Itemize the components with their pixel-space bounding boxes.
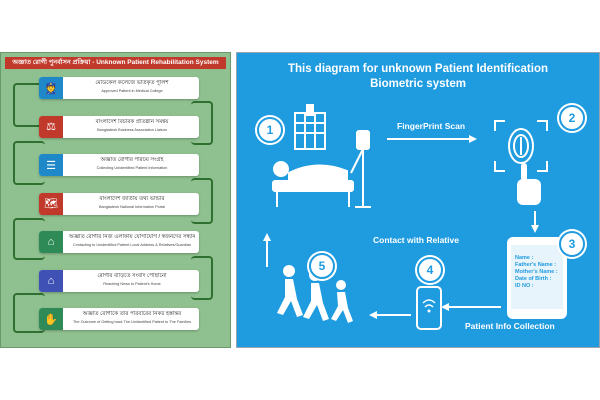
rehab-step-2: ⚖ বাংলাদেশ বিচারক প্রতিষ্ঠান সমন্বয় Bangl… — [39, 115, 199, 138]
biometric-diagram-art — [263, 104, 567, 330]
rehab-step-7: ✋ অজ্ঞাত রোগীকে তার পরিবারের নিকট হস্তান্… — [39, 308, 199, 330]
patient-bed-icon — [272, 161, 354, 207]
bangladesh-map-icon: 🗺 — [39, 192, 63, 215]
step-3-badge: 3 — [559, 231, 585, 257]
rehab-step-en-label: Approved Patient in Medical College — [101, 89, 163, 93]
pointing-hand-icon — [517, 163, 541, 205]
phone-field-father: Father's Name : — [515, 262, 557, 268]
hospital-icon — [294, 104, 326, 150]
rehabilitation-panel: অজ্ঞাত রোগী পুনর্বাসন প্রক্রিয়া - Unkno… — [0, 52, 231, 348]
contact-phone-icon — [416, 286, 442, 330]
rehab-step-en-label: Collecting Unidentified Patient Informat… — [96, 166, 168, 170]
house-news-icon: ⌂ — [39, 269, 63, 292]
step-1-badge: 1 — [257, 117, 283, 143]
connector-6 — [191, 256, 213, 300]
rehab-step-bn-label: অজ্ঞাত রোগীর পরিচয় সংগ্রহ — [100, 157, 164, 163]
connector-4 — [191, 178, 213, 224]
police-icon: 👮 — [39, 77, 63, 99]
emblem-icon: ⚖ — [39, 115, 63, 138]
connector-7 — [13, 293, 45, 333]
rehab-step-3: ☰ অজ্ঞাত রোগীর পরিচয় সংগ্রহ Collecting Un… — [39, 154, 199, 176]
collect-info-icon: ☰ — [39, 154, 63, 176]
phone-fields: Name : Father's Name : Mother's Name : D… — [515, 255, 558, 290]
phone-icon — [507, 237, 567, 319]
contact-relative-label: Contact with Relative — [373, 235, 459, 245]
rehab-step-en-label: Bangladesh National Information Portal — [98, 204, 166, 209]
handover-icon: ✋ — [39, 308, 63, 330]
rehab-step-6: ⌂ রোগীর বাড়িতে সংবাদ পৌঁছানো Reaching New… — [39, 269, 199, 292]
biometric-title-line1: This diagram for unknown Patient Identif… — [287, 63, 549, 75]
phone-field-dob: Date of Birth : — [515, 276, 552, 282]
step-4-badge: 4 — [417, 257, 443, 283]
fingerprint-scanner-icon — [494, 120, 548, 172]
biometric-title-line2: Biometric system — [370, 78, 466, 90]
connector-5 — [13, 218, 45, 260]
rehab-step-1: 👮 মেডিকেল কলেজে ভর্তিকৃত পুলিশ Approved Pa… — [39, 77, 199, 99]
rehab-step-bn-label: বাংলাদেশ বিচারক প্রতিষ্ঠান সমন্বয় — [95, 118, 169, 125]
rehab-step-bn-label: অজ্ঞাত রোগীর নিজ এলাকায় যোগাযোগ / স্বজন… — [69, 234, 195, 240]
rehabilitation-title: অজ্ঞাত রোগী পুনর্বাসন প্রক্রিয়া - Unkno… — [5, 57, 226, 69]
rehab-step-4: 🗺 বাংলাদেশ জাতীয় তথ্য ভান্ডার Bangladesh … — [39, 192, 199, 215]
home-icon: ⌂ — [39, 231, 63, 253]
rehab-step-en-label: Reaching News to Patient's Home — [103, 281, 161, 286]
biometric-panel: This diagram for unknown Patient Identif… — [236, 52, 600, 348]
rehab-step-5: ⌂ অজ্ঞাত রোগীর নিজ এলাকায় যোগাযোগ / স্বজ… — [39, 231, 199, 253]
rehab-step-bn-label: মেডিকেল কলেজে ভর্তিকৃত পুলিশ — [95, 80, 169, 86]
rehab-step-en-label: The Outcome of Getting back The Unidenti… — [72, 320, 192, 324]
phone-field-name: Name : — [515, 255, 534, 261]
rehab-step-bn-label: বাংলাদেশ জাতীয় তথ্য ভান্ডার — [99, 195, 165, 202]
rehab-step-en-label: Bangladesh Business Association Liaison — [97, 127, 167, 132]
connector-3 — [13, 141, 45, 185]
connector-1 — [13, 83, 45, 127]
connector-2 — [191, 101, 213, 145]
step-2-badge: 2 — [559, 105, 585, 131]
patient-info-label: Patient Info Collection — [465, 321, 555, 331]
fingerprint-scan-label: FingerPrint Scan — [397, 121, 466, 131]
step-5-badge: 5 — [309, 253, 335, 279]
phone-field-mother: Mother's Name : — [515, 269, 558, 275]
phone-field-id: ID NO : — [515, 283, 534, 289]
iv-drip-icon — [350, 130, 371, 208]
rehab-step-bn-label: রোগীর বাড়িতে সংবাদ পৌঁছানো — [97, 272, 167, 279]
rehab-step-en-label: Contacting to Unidentified Patient Local… — [72, 243, 192, 247]
rehab-step-bn-label: অজ্ঞাত রোগীকে তার পরিবারের নিকট হস্তান্ত… — [82, 311, 182, 317]
